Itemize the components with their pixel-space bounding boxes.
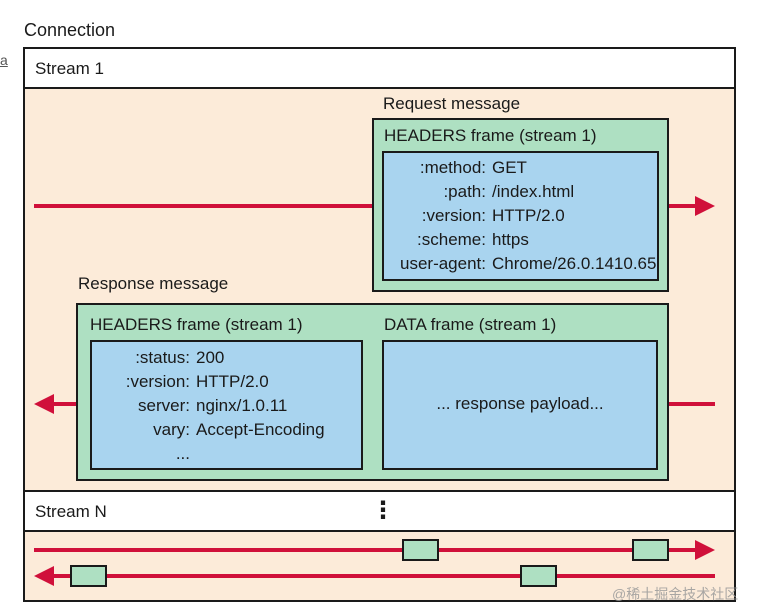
response-headers-fields: :status: 200 :version: HTTP/2.0 server: ngi…: [90, 340, 363, 470]
stream-n-body: [23, 530, 736, 602]
request-field-key: :path:: [443, 182, 486, 201]
request-headers-fields: :method: GET :path: /index.html :version: H…: [382, 151, 659, 281]
request-headers-frame-title: HEADERS frame (stream 1): [384, 126, 597, 145]
request-field-value: Chrome/26.0.1410.65: [492, 254, 657, 273]
request-field-row: :version: HTTP/2.0: [384, 204, 657, 228]
stream-n-frame-token: [70, 565, 107, 587]
request-field-row: :method: GET: [384, 156, 657, 180]
response-field-row: server: nginx/1.0.11: [92, 394, 361, 418]
watermark: @稀土掘金技术社区: [612, 586, 739, 602]
data-frame-payload: ... response payload...: [436, 394, 604, 413]
response-field-key: ...: [175, 444, 190, 463]
response-fields-list: :status: 200 :version: HTTP/2.0 server: ngi…: [92, 346, 361, 466]
response-field-value: HTTP/2.0: [196, 372, 269, 391]
stream-1-label: Stream 1: [35, 59, 104, 78]
request-message-title: Request message: [383, 94, 521, 113]
stream-n-frame-token: [520, 565, 557, 587]
response-field-value: Accept-Encoding: [196, 420, 325, 439]
response-field-row: vary: Accept-Encoding: [92, 418, 361, 442]
stream-n-outbound-arrow-head: [695, 540, 715, 560]
request-field-key: :scheme:: [417, 230, 486, 249]
response-field-row: :status: 200: [92, 346, 361, 370]
request-field-key: :version:: [421, 206, 486, 225]
response-arrow-head: [34, 394, 54, 414]
request-field-value: /index.html: [492, 182, 575, 201]
stream-n-frame-token: [402, 539, 439, 561]
response-field-key: :version:: [125, 372, 190, 391]
response-field-key: :status:: [135, 348, 190, 367]
side-mark: a: [0, 52, 8, 68]
response-field-key: vary:: [153, 420, 190, 439]
response-field-key: server:: [138, 396, 190, 415]
data-frame-title: DATA frame (stream 1): [384, 315, 557, 334]
response-field-value: nginx/1.0.11: [196, 396, 288, 415]
stream-n-frame-token: [632, 539, 669, 561]
request-field-row: :scheme: https: [384, 228, 657, 252]
stream-ellipsis: ⋮: [371, 497, 395, 524]
request-field-row: user-agent: Chrome/26.0.1410.65: [384, 252, 657, 276]
data-frame-payload-box: ... response payload...: [382, 340, 658, 470]
response-headers-frame-title: HEADERS frame (stream 1): [90, 315, 303, 334]
request-field-value: GET: [492, 158, 527, 177]
connection-label: Connection: [24, 20, 116, 40]
stream-1-header: Stream 1: [23, 47, 736, 89]
response-field-row: ...: [92, 442, 361, 466]
request-fields-list: :method: GET :path: /index.html :version: H…: [384, 156, 657, 276]
request-field-value: HTTP/2.0: [492, 206, 565, 225]
response-field-row: :version: HTTP/2.0: [92, 370, 361, 394]
request-field-row: :path: /index.html: [384, 180, 657, 204]
stream-n-inbound-arrow-head: [34, 566, 54, 586]
stream-n-label: Stream N: [35, 502, 107, 521]
request-field-key: user-agent:: [400, 254, 486, 273]
response-message-title: Response message: [78, 274, 229, 293]
response-frames-container: HEADERS frame (stream 1) :status: 200 :ve…: [76, 303, 669, 481]
response-field-value: 200: [196, 348, 225, 367]
request-field-value: https: [492, 230, 529, 249]
stream-n-header: Stream N ⋮: [23, 490, 736, 532]
request-field-key: :method:: [419, 158, 486, 177]
request-arrow-head: [695, 196, 715, 216]
request-headers-frame: HEADERS frame (stream 1) :method: GET :pa…: [372, 118, 669, 292]
